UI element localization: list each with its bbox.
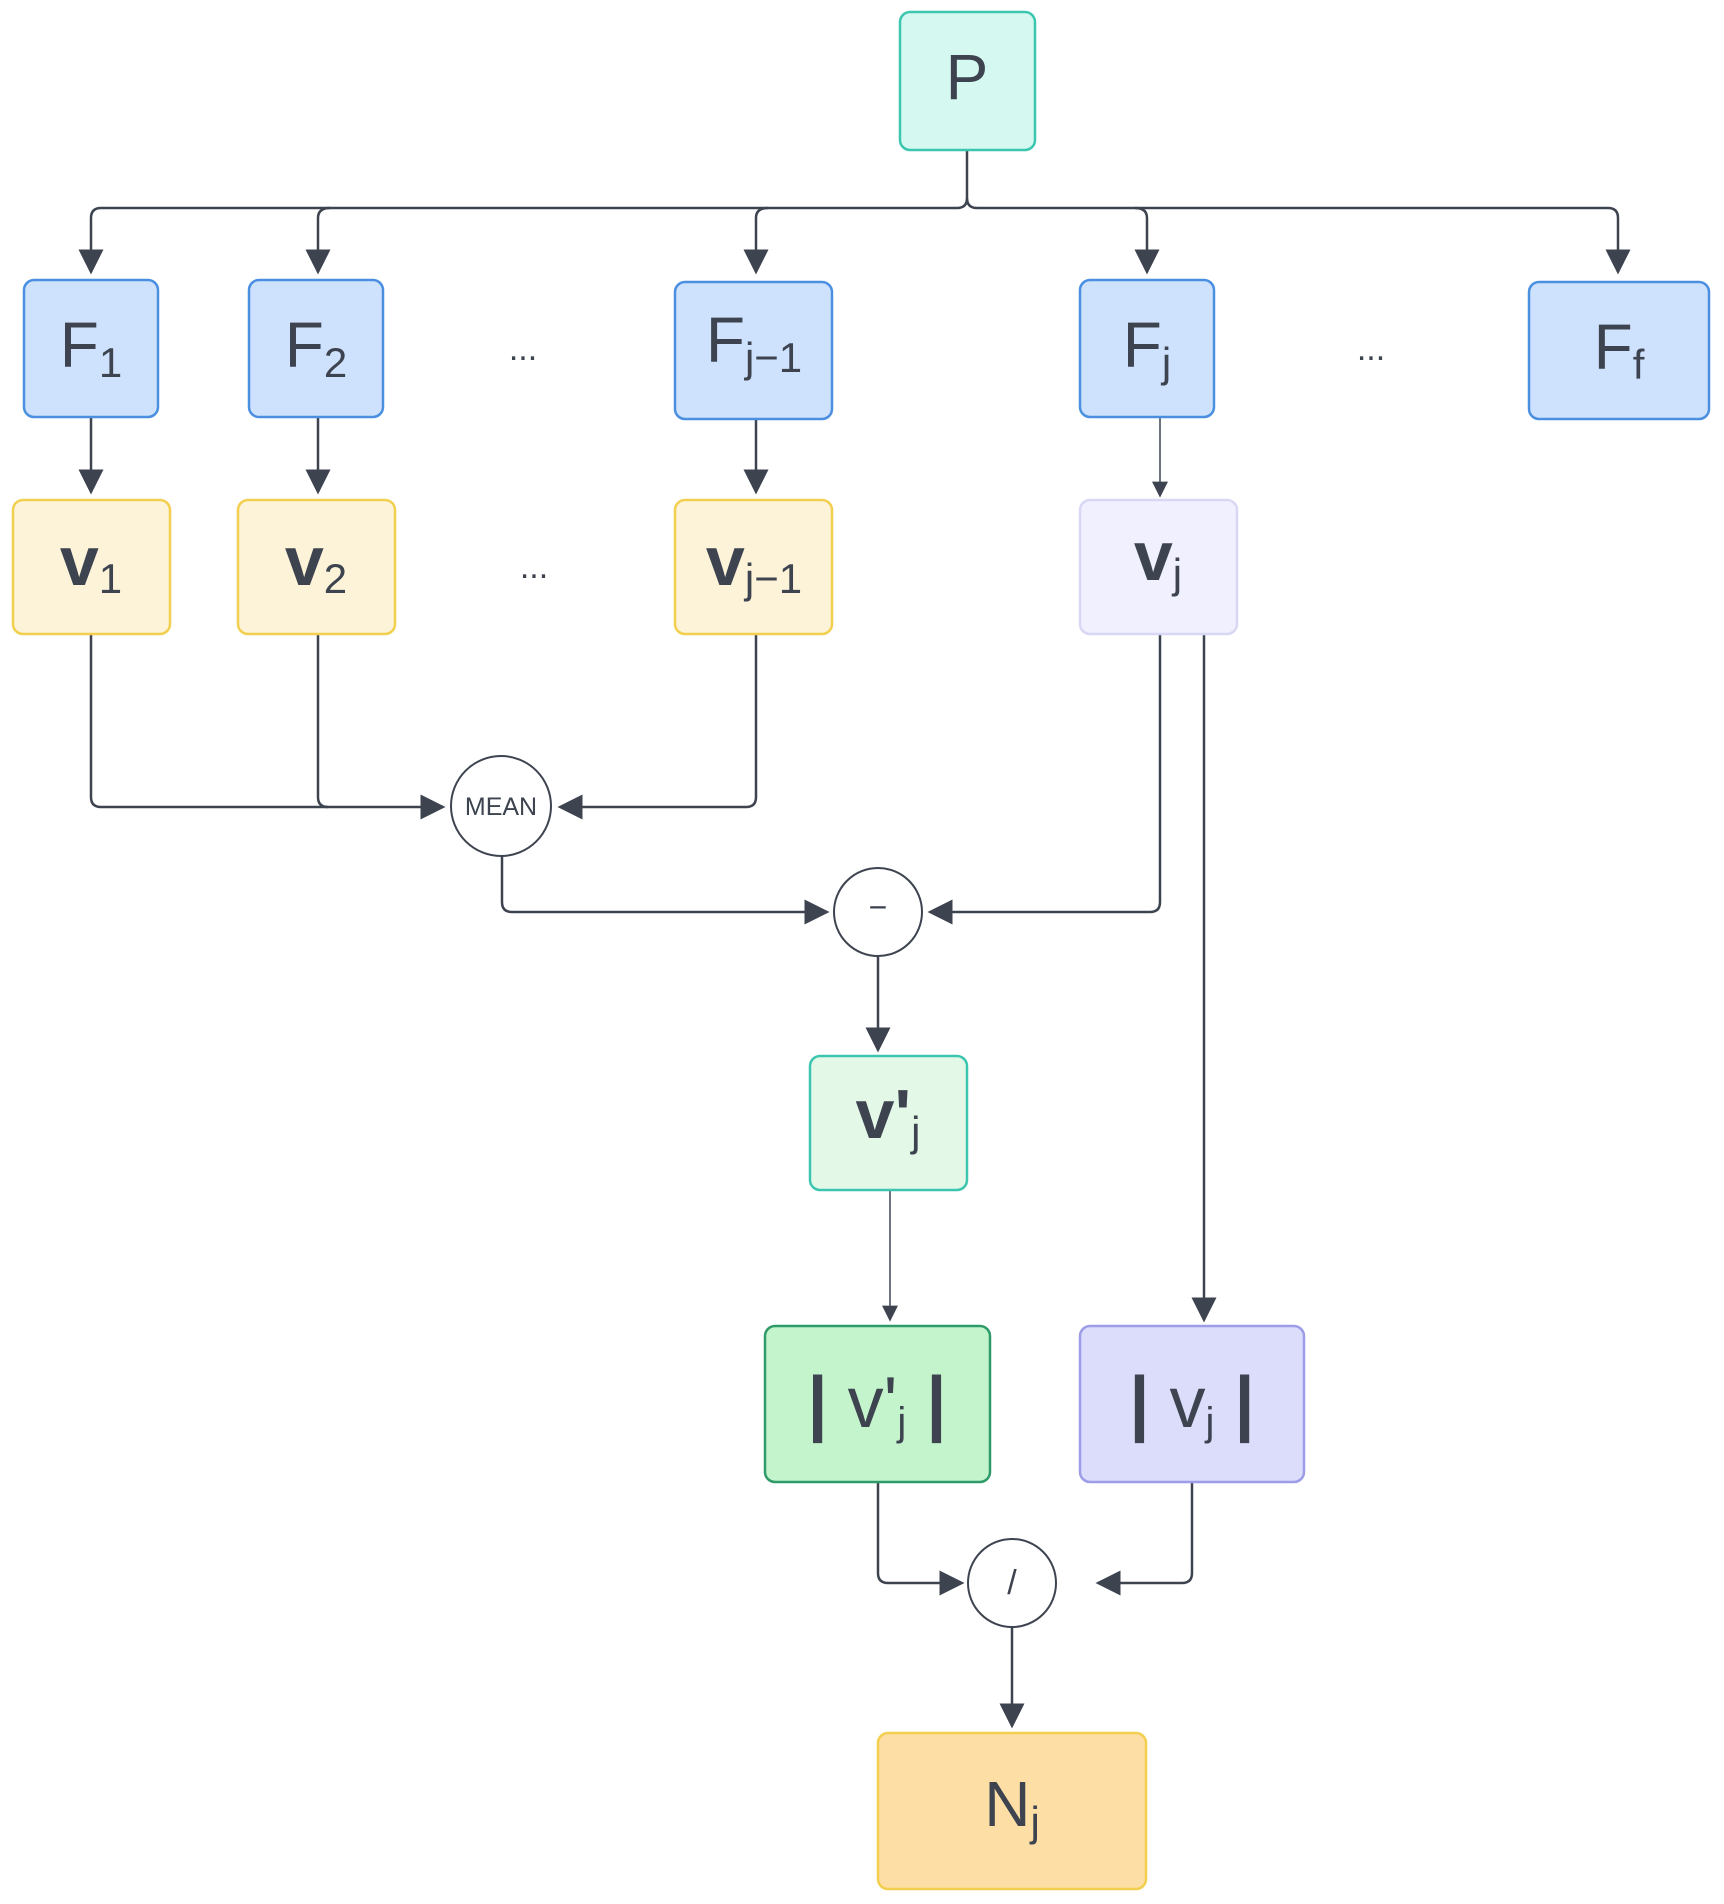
edge-absvpj-divide	[876, 1482, 965, 1596]
node-vj-sub: j	[1171, 550, 1182, 597]
node-vj: vj	[1078, 498, 1239, 636]
svg-text:vj: vj	[1134, 517, 1182, 597]
f-row-ellipsis-2: ...	[1357, 330, 1385, 368]
edge-p-to-f2	[305, 206, 331, 275]
svg-text:F1: F1	[60, 309, 122, 386]
node-v1-sub: 1	[99, 555, 122, 602]
mean-operator: MEAN	[450, 755, 552, 857]
node-v1-label: v	[60, 522, 99, 600]
svg-text:F2: F2	[285, 309, 347, 386]
edge-absvj-divide	[1095, 1482, 1194, 1596]
node-fj1-label: F	[706, 304, 745, 376]
svg-text:v'j: v'j	[856, 1075, 921, 1155]
node-fj-label: F	[1123, 309, 1162, 381]
node-vj-label: v	[1134, 517, 1173, 595]
node-nj: Nj	[876, 1731, 1148, 1891]
svg-text:vj−1: vj−1	[706, 522, 802, 602]
svg-text:v1: v1	[60, 522, 122, 602]
edge-v2-mean	[316, 634, 329, 809]
node-nj-label: N	[984, 1768, 1030, 1840]
node-abs-vpj-pre: |	[808, 1363, 848, 1443]
node-fj: Fj	[1078, 278, 1216, 419]
node-abs-vj-label: v	[1170, 1363, 1206, 1443]
node-vj1-label: v	[706, 522, 745, 600]
node-f1-label: F	[60, 309, 99, 381]
node-ff-sub: f	[1633, 341, 1645, 388]
edge-p-to-right	[965, 197, 1631, 275]
node-f1-sub: 1	[99, 339, 122, 386]
node-fj1: Fj−1	[673, 280, 834, 421]
node-abs-vj-sub: j	[1205, 1400, 1215, 1444]
minus-operator: −	[833, 867, 923, 957]
svg-text:v2: v2	[285, 522, 347, 602]
node-abs-vj-pre: |	[1129, 1363, 1169, 1443]
f-row-ellipsis-1: ...	[509, 330, 537, 368]
node-f2: F2	[247, 278, 385, 419]
svg-text:| v'j |: | v'j |	[808, 1363, 947, 1444]
node-ff: Ff	[1527, 280, 1711, 421]
svg-text:Ff: Ff	[1594, 311, 1645, 388]
node-abs-vpj: | v'j |	[763, 1324, 992, 1484]
node-abs-vpj-sub: j	[896, 1400, 906, 1444]
v-row-ellipsis: ...	[520, 548, 548, 586]
edge-vj-minus	[927, 634, 1162, 925]
node-vpj-sub: j	[909, 1108, 920, 1155]
svg-text:Fj−1: Fj−1	[706, 304, 802, 381]
divide-operator-label: /	[1007, 1564, 1017, 1602]
svg-text:| vj |: | vj |	[1129, 1363, 1254, 1444]
edge-vj1-mean	[557, 634, 758, 820]
edges	[78, 150, 1631, 1729]
node-f2-label: F	[285, 309, 324, 381]
mean-operator-label: MEAN	[465, 793, 537, 821]
node-vpj-label: v'	[856, 1075, 912, 1153]
svg-text:Nj: Nj	[984, 1768, 1040, 1845]
node-f1: F1	[22, 278, 160, 419]
node-abs-vpj-post: |	[906, 1363, 946, 1443]
node-fj-sub: j	[1160, 339, 1171, 386]
edge-p-to-split	[78, 150, 969, 275]
svg-text:P: P	[946, 41, 989, 113]
node-v2-label: v	[285, 522, 324, 600]
node-p-label: P	[946, 41, 989, 113]
node-vj1: vj−1	[673, 498, 834, 636]
divide-operator: /	[967, 1538, 1057, 1628]
edge-p-to-fj1	[743, 206, 769, 275]
node-abs-vpj-label: v'	[848, 1363, 898, 1443]
node-f2-sub: 2	[324, 339, 347, 386]
minus-operator-label: −	[869, 889, 888, 925]
edge-mean-minus	[500, 852, 830, 925]
edge-p-to-fj	[1134, 206, 1160, 275]
node-v1: v1	[11, 498, 172, 636]
node-abs-vj-post: |	[1214, 1363, 1254, 1443]
node-v2-sub: 2	[324, 555, 347, 602]
node-vj1-sub: j−1	[743, 555, 802, 602]
svg-text:Fj: Fj	[1123, 309, 1171, 386]
node-vpj: v'j	[808, 1054, 969, 1192]
node-fj1-sub: j−1	[743, 334, 802, 381]
node-nj-sub: j	[1028, 1798, 1039, 1845]
node-v2: v2	[236, 498, 397, 636]
node-p: P	[898, 10, 1037, 152]
edge-v1-mean	[89, 634, 446, 820]
node-abs-vj: | vj |	[1078, 1324, 1306, 1484]
node-ff-label: F	[1594, 311, 1633, 383]
